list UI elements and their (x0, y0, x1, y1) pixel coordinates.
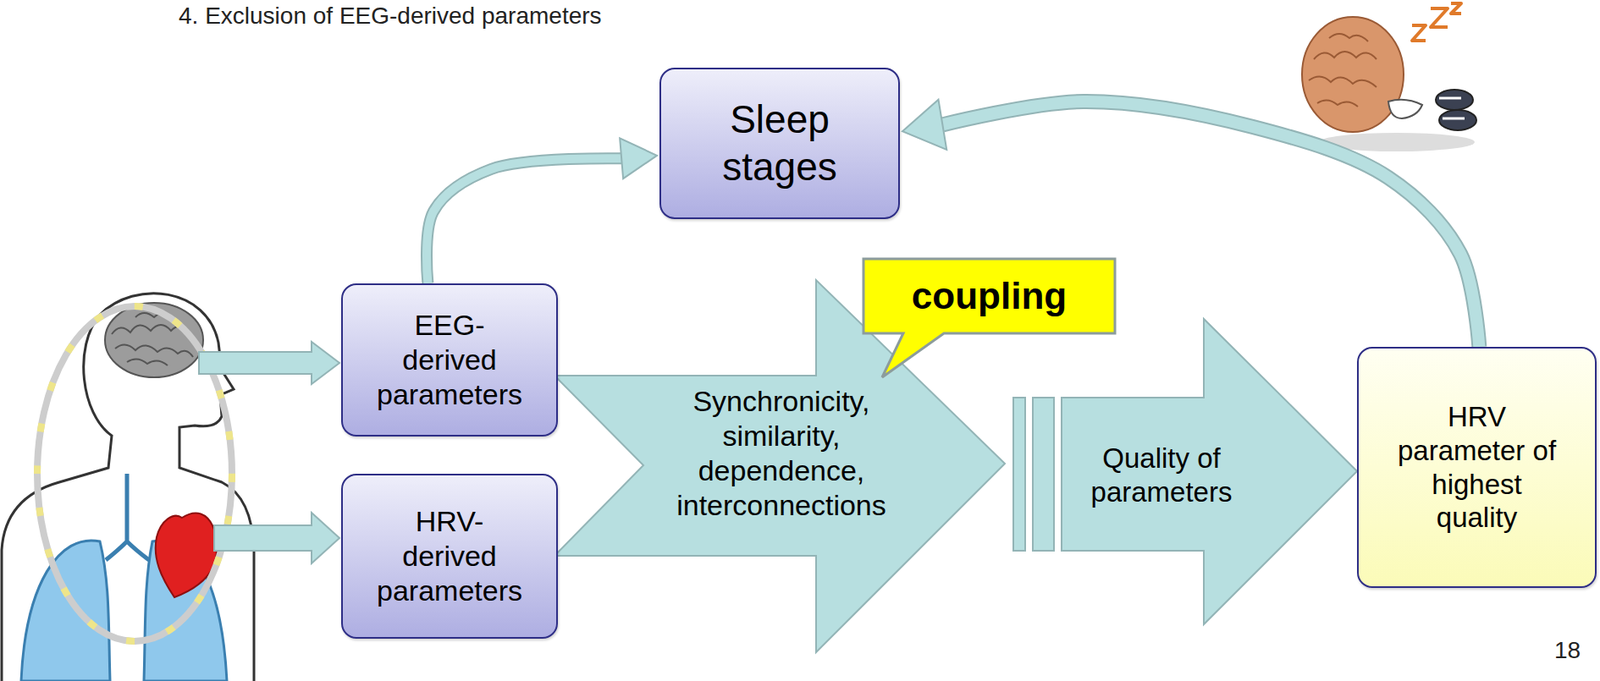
text-area: Synchronicity, similarity, dependence, i… (622, 373, 941, 535)
arrow-outline (426, 158, 622, 284)
text-block: HRV- derived parameters (373, 504, 526, 608)
slide-heading: 4. Exclusion of EEG-derived parameters (178, 1, 602, 31)
node-text: EEG- derived parameters (373, 308, 526, 412)
sleeping-brain-cartoon (1412, 3, 1462, 41)
block-arrow: Quality of parameters (1061, 319, 1358, 625)
text-block: Sleep stages (701, 96, 858, 190)
brain-icon (111, 313, 194, 366)
result-box: HRV parameter of highest quality (1357, 347, 1597, 589)
text-block: HRV parameter of highest quality (1393, 400, 1562, 535)
text-area: coupling (863, 259, 1115, 334)
sleeping-brain-cartoon (1439, 98, 1465, 119)
sleeping-brain-cartoon (1302, 3, 1477, 152)
text-block: Quality of parameters (1087, 441, 1236, 509)
node-text: Quality of parameters (1087, 441, 1236, 509)
block-arrow-outline (1061, 319, 1358, 625)
node-text: Sleep stages (701, 96, 858, 190)
callout: coupling (863, 259, 1115, 378)
brain-icon (104, 303, 204, 378)
curved-block-arrow (902, 99, 1479, 348)
text-area: Quality of parameters (1078, 420, 1245, 531)
text-block: EEG- derived parameters (373, 308, 526, 412)
sleeping-brain-cartoon (1388, 99, 1423, 119)
arrow-head (619, 137, 657, 179)
sleeping-brain-cartoon (1302, 16, 1404, 133)
page-number: 18 (1554, 636, 1581, 666)
text-block: Synchronicity, similarity, dependence, i… (672, 384, 891, 523)
text-block: coupling (911, 274, 1067, 320)
arrow-head (902, 99, 947, 150)
sleeping-brain-cartoon (1435, 89, 1474, 111)
arrow-body (426, 158, 622, 284)
signal-arrow (198, 342, 340, 385)
signal-arrow (214, 513, 340, 564)
separator-bar (1032, 397, 1054, 552)
node-text: Synchronicity, similarity, dependence, i… (672, 384, 891, 523)
node-text: coupling (911, 274, 1067, 320)
lungs-icon (105, 474, 149, 561)
lungs-icon (21, 474, 227, 681)
process-box: Sleep stages (659, 67, 900, 220)
node-text: HRV- derived parameters (373, 504, 526, 608)
brain-icon (104, 303, 204, 378)
node-text: HRV parameter of highest quality (1393, 400, 1562, 535)
sleeping-brain-cartoon (1439, 110, 1477, 131)
lungs-icon (21, 540, 111, 681)
process-box: EEG- derived parameters (341, 283, 558, 437)
callout-outline (863, 259, 1115, 378)
sleeping-brain-cartoon (1308, 33, 1377, 107)
separator-bar (1013, 397, 1026, 552)
curved-block-arrow (426, 137, 657, 284)
process-box: HRV- derived parameters (341, 474, 558, 640)
